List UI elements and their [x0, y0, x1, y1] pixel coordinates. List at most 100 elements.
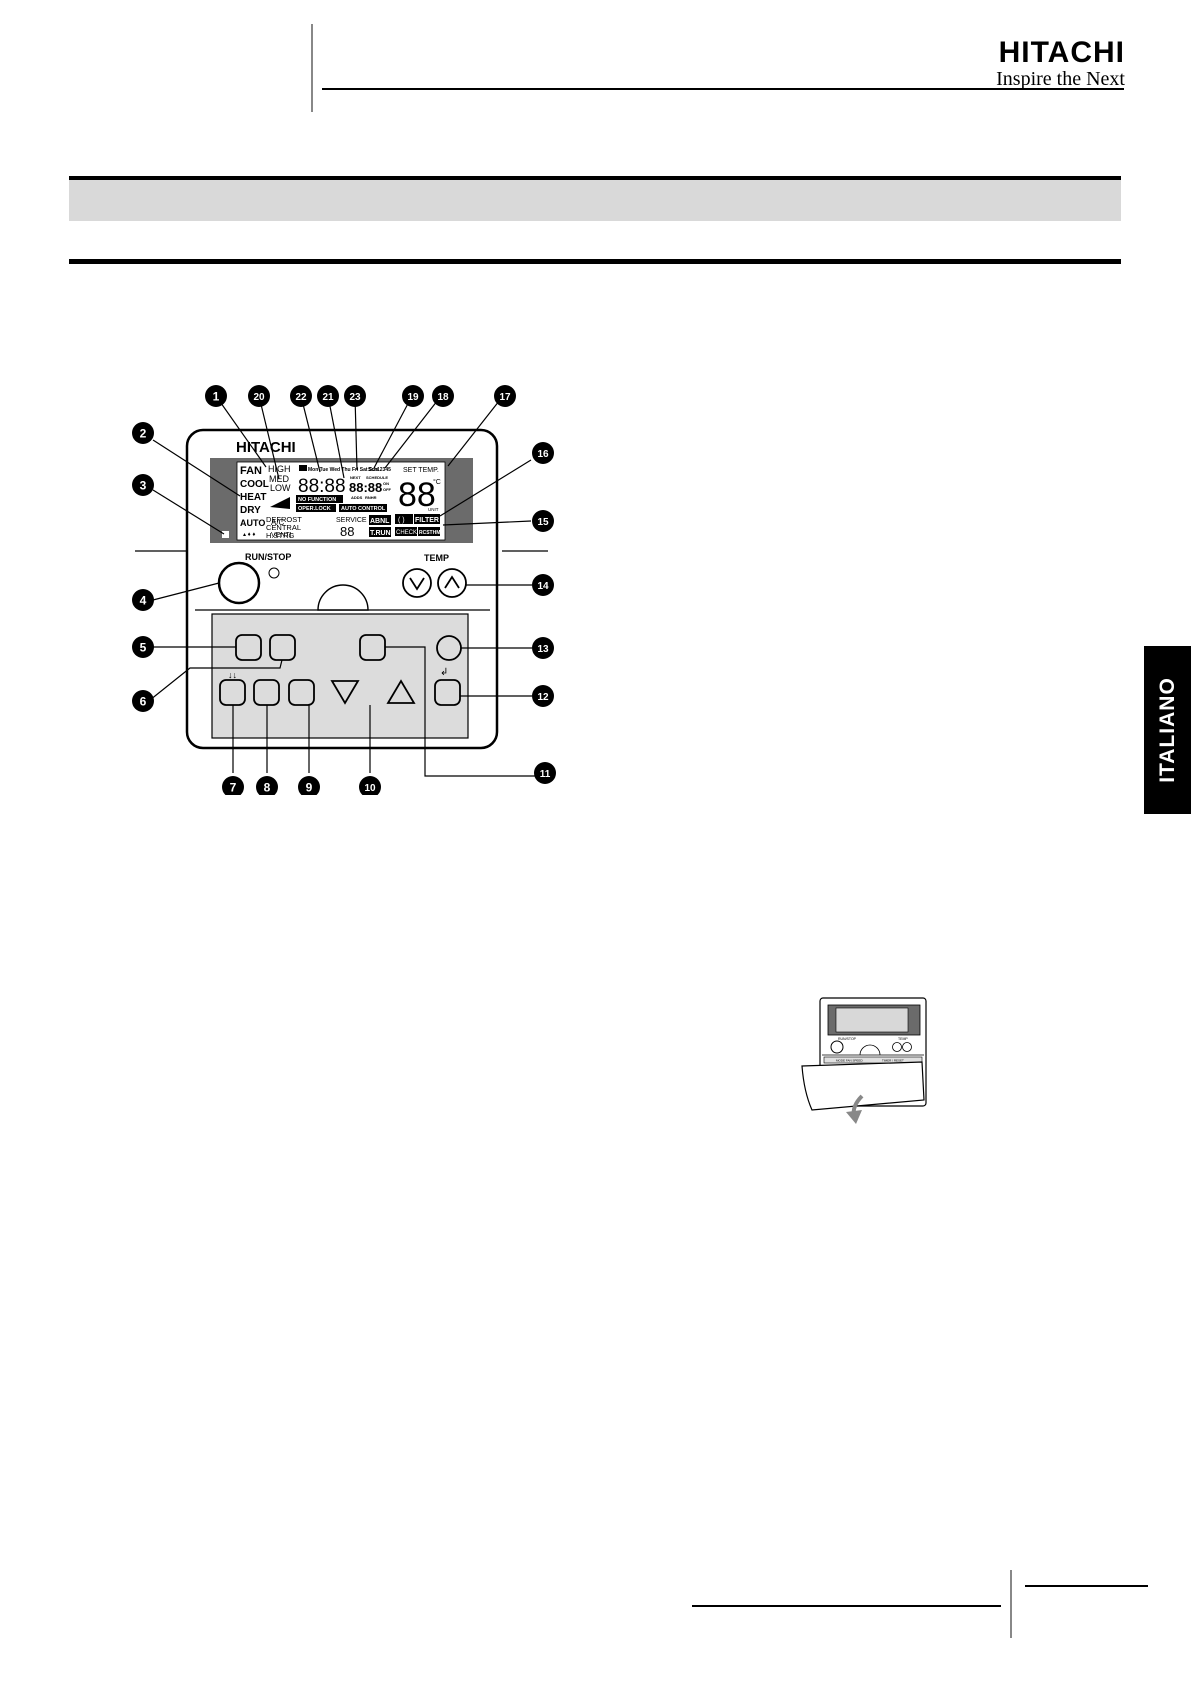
- section-band: [69, 180, 1121, 221]
- small-remote-label-left: MODE FAN SPEED: [836, 1059, 864, 1063]
- lcd-deg-c: °C: [433, 478, 441, 486]
- callout-10: 10: [364, 783, 376, 794]
- lcd-bracket-icon: ( ): [398, 517, 405, 524]
- lcd-mode-heat: HEAT: [240, 492, 266, 503]
- callout-3: 3: [140, 479, 147, 493]
- panel-button-11[interactable]: [359, 634, 386, 661]
- panel-button-9[interactable]: [288, 679, 315, 706]
- lcd-ac: A/C: [271, 518, 285, 527]
- callout-19: 19: [407, 392, 419, 403]
- lcd-venti: VENTI: [271, 532, 292, 539]
- language-tab-label: ITALIANO: [1155, 677, 1179, 783]
- callout-9: 9: [306, 781, 313, 795]
- callout-5: 5: [140, 641, 147, 655]
- lcd-service: SERVICE: [336, 517, 367, 524]
- footer-vertical-rule: [1010, 1570, 1012, 1638]
- footer-rule-right: [1025, 1585, 1148, 1587]
- lcd-temp-digits: 88: [398, 476, 436, 514]
- sensor-dome: [317, 584, 369, 611]
- lcd-on: ON: [383, 481, 389, 486]
- panel-button-13[interactable]: [436, 635, 462, 661]
- temp-down-icon: [409, 577, 425, 591]
- return-arrow-icon: ↲: [440, 667, 448, 678]
- callout-21: 21: [322, 392, 334, 403]
- small-remote-open-cover: [801, 1061, 925, 1111]
- run-stop-label: RUN/STOP: [245, 552, 291, 562]
- small-remote-sensor: [859, 1044, 881, 1056]
- panel-button-5[interactable]: [235, 634, 262, 661]
- callout-18: 18: [437, 392, 449, 403]
- lcd-defrost: DEFROST: [266, 515, 302, 524]
- panel-button-8[interactable]: [253, 679, 280, 706]
- remote-controller-diagram: HITACHI FAN COOL HEAT DRY AUTO ▴ ♦ ♦ HIG…: [132, 385, 556, 795]
- lcd-auto-control-box: [339, 504, 387, 512]
- temp-up-button[interactable]: [437, 568, 467, 598]
- small-remote-lcd: [835, 1007, 909, 1033]
- lcd-fan-high: HIGH: [268, 464, 291, 474]
- callout-8: 8: [264, 781, 271, 795]
- lcd-unit: UNIT: [428, 507, 439, 512]
- lcd-central: CENTRAL: [266, 523, 301, 532]
- temp-label: TEMP: [424, 553, 449, 563]
- temp-down-button[interactable]: [402, 568, 432, 598]
- callout-20: 20: [253, 392, 265, 403]
- lcd-louver-icon: [270, 497, 290, 509]
- leader-lines: [149, 395, 536, 777]
- lower-button-panel: [211, 613, 469, 739]
- run-indicator-led: [268, 567, 280, 579]
- lcd-oper-lock-box: [296, 504, 336, 512]
- header-vertical-rule: [311, 24, 313, 112]
- lcd-clock: 88:88: [298, 476, 346, 497]
- lcd-abnl-box: [369, 515, 391, 525]
- lcd-check-box: [395, 527, 417, 536]
- panel-button-7[interactable]: [219, 679, 246, 706]
- small-remote-run-stop-label: RUN/STOP: [838, 1037, 857, 1041]
- callout-17: 17: [499, 392, 511, 403]
- panel-button-6[interactable]: [269, 634, 296, 661]
- brand-logo: HITACHI Inspire the Next: [996, 36, 1125, 91]
- lcd-schedule: SCHEDULE: [366, 475, 388, 480]
- small-remote-temp-label: TEMP: [898, 1037, 908, 1041]
- panel-button-12[interactable]: [434, 679, 461, 706]
- language-tab: ITALIANO: [1144, 646, 1191, 814]
- header-rule: [322, 88, 1124, 90]
- lcd-mode-dry: DRY: [240, 505, 261, 516]
- lcd-oper-lock: OPER.LOCK: [298, 506, 331, 512]
- callout-7: 7: [230, 781, 237, 795]
- callout-13: 13: [537, 644, 549, 655]
- panel-up-triangle[interactable]: [386, 679, 416, 704]
- lcd-indicator-square: [222, 531, 229, 538]
- lcd-mode-auto: AUTO: [240, 518, 265, 528]
- brand-tagline: Inspire the Next: [996, 68, 1125, 90]
- section-band-bottom-rule: [69, 259, 1121, 264]
- lcd-t-run: T.RUN: [370, 530, 391, 537]
- remote-brand: HITACHI: [236, 439, 296, 456]
- callout-11: 11: [540, 769, 551, 780]
- lcd-mode-fan: FAN: [240, 465, 262, 477]
- small-remote-label-strip: [823, 1056, 923, 1064]
- lcd-sch: Sch: [368, 467, 377, 473]
- callout-1: 1: [213, 390, 220, 404]
- run-stop-button[interactable]: [217, 561, 261, 605]
- lcd-rnhr: RNHR: [365, 495, 377, 500]
- open-direction-arrowhead: [846, 1110, 862, 1124]
- small-remote-label-mid: TIMER / RESET: [882, 1059, 904, 1063]
- temp-up-icon: [444, 575, 460, 589]
- callout-6: 6: [140, 695, 147, 709]
- callout-14: 14: [537, 581, 549, 592]
- lcd-filter-box: [414, 514, 440, 524]
- lcd-days: Mon Tue Wed Thu Fri Sat Sun: [308, 467, 378, 473]
- lcd-abnl: ABNL: [370, 518, 390, 525]
- lcd-auto-control: AUTO CONTROL: [341, 506, 386, 512]
- lcd-fan-med: MED: [269, 474, 290, 484]
- lcd-timer: 88:88: [349, 480, 382, 495]
- callout-4: 4: [140, 594, 147, 608]
- footer-rule-left: [692, 1605, 1001, 1607]
- small-remote-run-button: [830, 1040, 844, 1054]
- lcd-off: OFF: [383, 487, 392, 492]
- lcd-trun-box: [369, 527, 391, 537]
- lcd-service-digits: 88: [340, 524, 354, 539]
- lcd-h-strg: H.STRG: [266, 531, 295, 540]
- brand-name: HITACHI: [998, 36, 1125, 69]
- panel-down-triangle[interactable]: [330, 680, 360, 705]
